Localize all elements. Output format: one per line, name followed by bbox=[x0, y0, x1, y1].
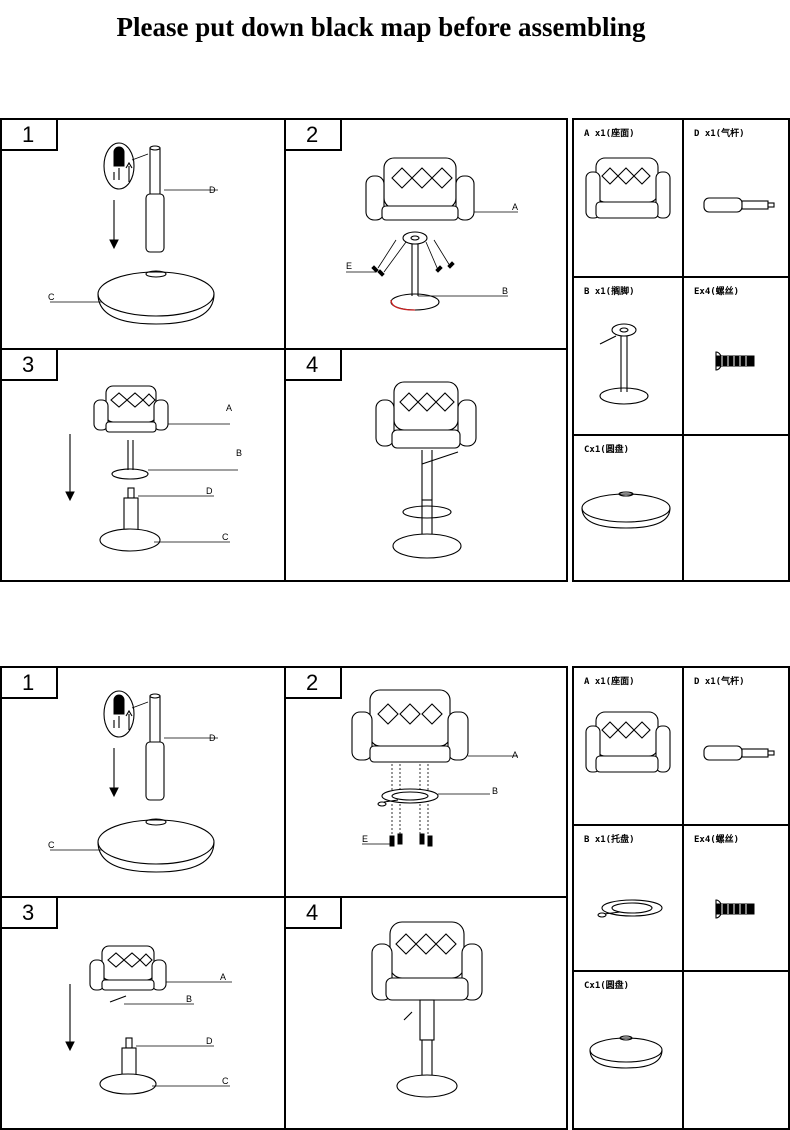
seat-part-icon bbox=[585, 711, 671, 773]
step-4-illustration bbox=[375, 381, 477, 559]
part-label: Cx1(圆盘) bbox=[584, 445, 630, 455]
part-b-cell: B x1(托盘) bbox=[574, 826, 684, 972]
part-e-cell: Ex4(螺丝) bbox=[684, 826, 790, 972]
step-number: 3 bbox=[2, 350, 58, 381]
label-d: D bbox=[209, 185, 216, 195]
seat-part-icon bbox=[585, 157, 671, 219]
label-b: B bbox=[236, 448, 242, 458]
parts-list-grid-1: A x1(座面) D x1(气杆) B x1(搁脚) Ex4(螺丝) bbox=[572, 118, 790, 582]
part-d-cell: D x1(气杆) bbox=[684, 120, 790, 278]
step-number: 2 bbox=[286, 668, 342, 699]
gas-lift-part-icon bbox=[703, 197, 775, 213]
footrest-part-icon bbox=[599, 323, 649, 405]
label-c: C bbox=[48, 840, 55, 850]
step-number: 1 bbox=[2, 120, 58, 151]
label-c: C bbox=[222, 1076, 229, 1086]
part-label: B x1(搁脚) bbox=[584, 287, 635, 297]
base-part-icon bbox=[581, 491, 671, 529]
step-2-illustration: A E B bbox=[346, 157, 518, 311]
parts-list-grid-2: A x1(座面) D x1(气杆) B x1(托盘) Ex4(螺丝) bbox=[572, 666, 790, 1130]
label-a: A bbox=[512, 202, 518, 212]
part-d-cell: D x1(气杆) bbox=[684, 668, 790, 826]
step-2-illustration: A B E bbox=[351, 689, 518, 847]
label-e: E bbox=[346, 261, 352, 271]
step-1-illustration: D C bbox=[48, 690, 218, 873]
part-label: D x1(气杆) bbox=[694, 677, 745, 687]
step-3-panel: 3 A B D C bbox=[2, 898, 286, 1130]
step-number: 4 bbox=[286, 350, 342, 381]
step-number: 1 bbox=[2, 668, 58, 699]
label-a: A bbox=[226, 403, 232, 413]
part-label: Ex4(螺丝) bbox=[694, 287, 740, 297]
step-number: 3 bbox=[2, 898, 58, 929]
part-label: D x1(气杆) bbox=[694, 129, 745, 139]
part-label: A x1(座面) bbox=[584, 677, 635, 687]
screw-part-icon bbox=[715, 351, 755, 371]
label-e: E bbox=[362, 834, 368, 844]
base-part-icon bbox=[589, 1035, 663, 1069]
step-2-panel: 2 A E B bbox=[286, 120, 568, 350]
instruction-steps-grid-1: 1 D C 2 bbox=[0, 118, 568, 582]
part-a-cell: A x1(座面) bbox=[574, 120, 684, 278]
label-b: B bbox=[492, 786, 498, 796]
page-title: Please put down black map before assembl… bbox=[116, 12, 646, 42]
step-3-illustration: A B D C bbox=[65, 945, 232, 1095]
tray-part-icon bbox=[597, 899, 663, 918]
step-4-panel: 4 bbox=[286, 898, 568, 1130]
label-d: D bbox=[206, 486, 213, 496]
gas-lift-part-icon bbox=[703, 745, 775, 761]
step-1-panel: 1 D C bbox=[2, 120, 286, 350]
step-4-illustration bbox=[371, 921, 483, 1098]
label-d: D bbox=[209, 733, 216, 743]
step-4-panel: 4 bbox=[286, 350, 568, 582]
part-a-cell: A x1(座面) bbox=[574, 668, 684, 826]
part-label: Cx1(圆盘) bbox=[584, 981, 630, 991]
label-a: A bbox=[220, 972, 226, 982]
step-number: 2 bbox=[286, 120, 342, 151]
part-c-cell: Cx1(圆盘) bbox=[574, 436, 684, 582]
label-a: A bbox=[512, 750, 518, 760]
label-c: C bbox=[222, 532, 229, 542]
instruction-steps-grid-2: 1 D C 2 bbox=[0, 666, 568, 1130]
part-label: B x1(托盘) bbox=[584, 835, 635, 845]
step-number: 4 bbox=[286, 898, 342, 929]
step-1-panel: 1 D C bbox=[2, 668, 286, 898]
label-d: D bbox=[206, 1036, 213, 1046]
part-b-cell: B x1(搁脚) bbox=[574, 278, 684, 436]
part-c-cell: Cx1(圆盘) bbox=[574, 972, 684, 1130]
step-2-panel: 2 A B E bbox=[286, 668, 568, 898]
step-3-illustration: A B D C bbox=[65, 385, 242, 552]
part-e-cell: Ex4(螺丝) bbox=[684, 278, 790, 436]
screw-part-icon bbox=[715, 899, 755, 919]
part-label: A x1(座面) bbox=[584, 129, 635, 139]
step-3-panel: 3 A B D C bbox=[2, 350, 286, 582]
label-b: B bbox=[186, 994, 192, 1004]
part-label: Ex4(螺丝) bbox=[694, 835, 740, 845]
step-1-illustration: D C bbox=[48, 142, 218, 325]
label-b: B bbox=[502, 286, 508, 296]
label-c: C bbox=[48, 292, 55, 302]
